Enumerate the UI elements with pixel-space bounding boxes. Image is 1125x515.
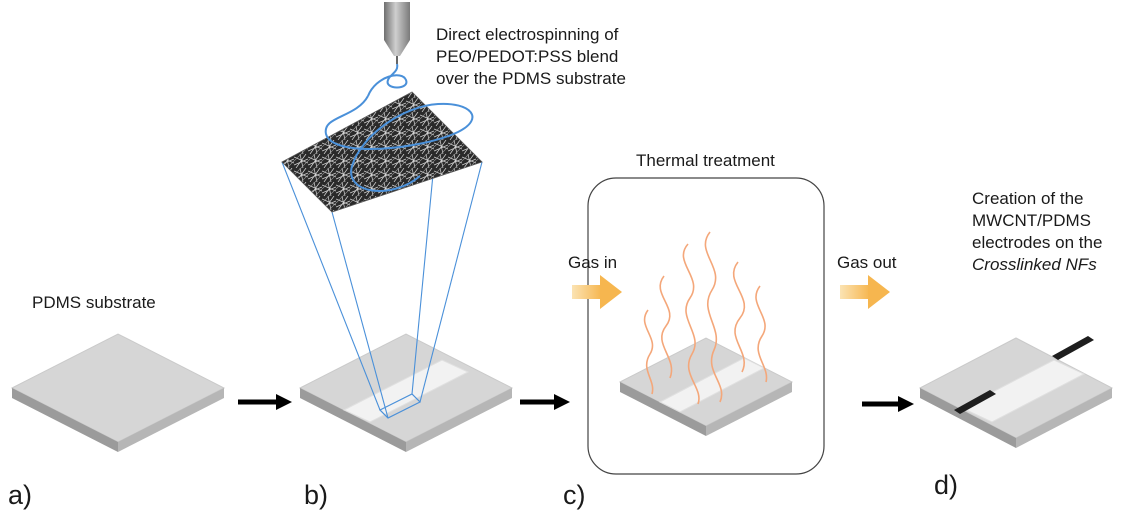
panel-label-b: b) — [304, 480, 329, 510]
process-arrow-2 — [520, 394, 570, 410]
thermal-treatment-caption: Thermal treatment — [636, 151, 775, 170]
electrospinning-caption-line-3: over the PDMS substrate — [436, 69, 626, 88]
pdms-substrate-caption: PDMS substrate — [32, 293, 156, 312]
creation-caption-line-3: electrodes on the — [972, 233, 1103, 252]
mwcnt-pdms-electrodes — [954, 336, 1094, 414]
gas-in-arrow — [572, 275, 622, 309]
process-arrow-3 — [862, 396, 914, 412]
electrospinning-nozzle — [384, 2, 410, 64]
process-arrow-1 — [238, 394, 292, 410]
gas-out-arrow — [840, 275, 890, 309]
electrospinning-caption-line-1: Direct electrospinning of — [436, 25, 619, 44]
electrospinning-plate — [298, 333, 514, 452]
heat-waves — [643, 231, 768, 405]
thermal-chamber — [587, 177, 825, 475]
pdms-substrate-plate — [10, 333, 226, 452]
gas-out-label: Gas out — [837, 253, 897, 272]
creation-caption-line-4: Crosslinked NFs — [972, 255, 1097, 274]
nanofiber-mat-zoom — [281, 91, 483, 213]
electrospun-fiber-jet — [324, 63, 474, 192]
final-device-plate — [918, 337, 1114, 448]
thermal-treatment-plate — [618, 337, 794, 436]
panel-label-c: c) — [563, 480, 586, 510]
panel-label-a: a) — [8, 480, 33, 510]
gas-in-label: Gas in — [568, 253, 618, 272]
creation-caption-line-1: Creation of the — [972, 189, 1084, 208]
panel-label-d: d) — [934, 470, 959, 500]
creation-caption-line-2: MWCNT/PDMS — [972, 211, 1091, 230]
electrospinning-caption-line-2: PEO/PEDOT:PSS blend — [436, 47, 619, 66]
